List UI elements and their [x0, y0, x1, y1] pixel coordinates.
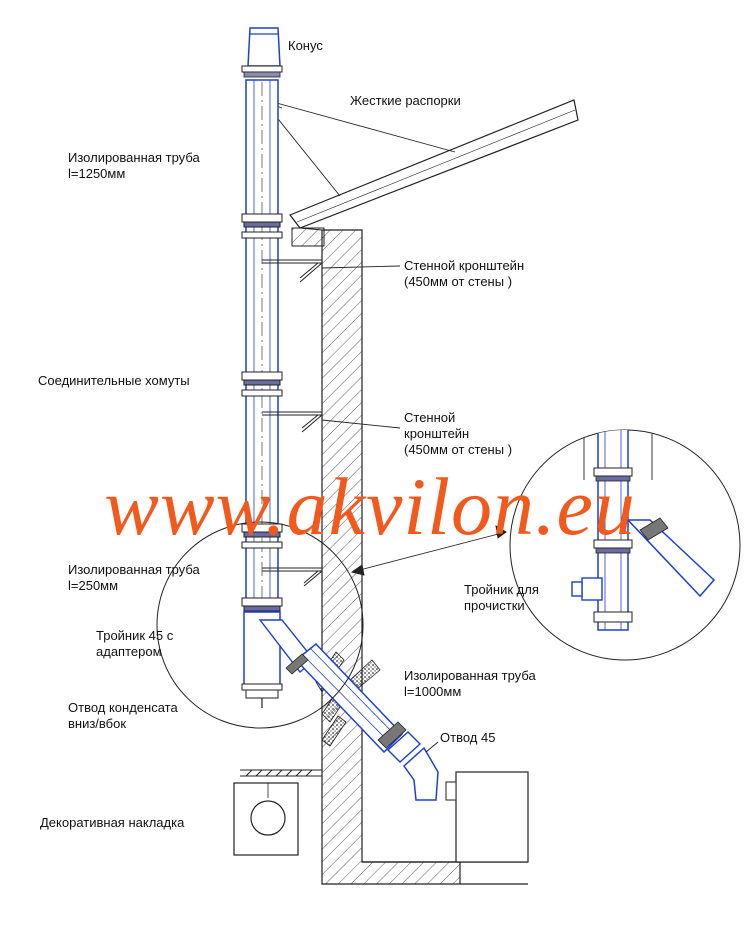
label-wall-bracket-2: Стенной кронштейн (450мм от стены ) [404, 410, 512, 458]
label-line: Отвод конденсата [68, 700, 178, 715]
label-line: l=1250мм [68, 166, 126, 181]
label-line: Стенной [404, 410, 456, 425]
label-line: Изолированная труба [404, 668, 536, 683]
roof [289, 99, 579, 229]
decorative-cover [233, 782, 299, 856]
label-line: Тройник 45 с [96, 628, 174, 643]
watermark: www.akvilon.eu [104, 461, 636, 552]
detail-circle-right [509, 429, 741, 661]
leader-lines [321, 265, 507, 753]
label-line: прочистки [464, 598, 525, 613]
connecting-clamps [241, 213, 283, 612]
vertical-chimney [241, 27, 315, 708]
rigid-braces [261, 98, 456, 197]
label-line: кронштейн [404, 426, 470, 441]
label-insulated-pipe-1000: Изолированная труба l=1000мм [404, 668, 536, 700]
boiler [445, 771, 529, 863]
inclined-pipe [285, 642, 439, 801]
label-bend-45: Отвод 45 [440, 730, 496, 745]
label-condensate-outlet: Отвод конденсата вниз/вбок [68, 700, 178, 732]
label-line: Изолированная труба [68, 562, 200, 577]
label-line: вниз/вбок [68, 716, 127, 731]
label-wall-bracket-1: Стенной кронштейн (450мм от стены ) [404, 258, 524, 290]
label-tee-45-adapter: Тройник 45 с адаптером [96, 628, 173, 660]
label-line: (450мм от стены ) [404, 274, 513, 289]
label-insulated-pipe-1250: Изолированная труба l=1250мм [68, 150, 200, 182]
label-connecting-clamps: Соединительные хомуты [38, 373, 190, 388]
label-insulated-pipe-250: Изолированная труба l=250мм [68, 562, 200, 594]
floor [240, 769, 322, 777]
label-cone: Конус [288, 38, 323, 53]
detail-circle-left [156, 521, 364, 729]
label-cleaning-tee: Тройник для прочистки [464, 582, 539, 614]
label-line: (450мм от стены ) [404, 442, 513, 457]
label-line: l=250мм [68, 578, 119, 593]
label-line: l=1000мм [404, 684, 462, 699]
label-line: Стенной кронштейн [404, 258, 525, 273]
label-decorative-cover: Декоративная накладка [40, 815, 185, 830]
label-line: Тройник для [464, 582, 539, 597]
label-line: Изолированная труба [68, 150, 200, 165]
label-line: адаптером [96, 644, 162, 659]
label-rigid-braces: Жесткие распорки [350, 93, 461, 108]
wall-brackets [262, 259, 323, 587]
